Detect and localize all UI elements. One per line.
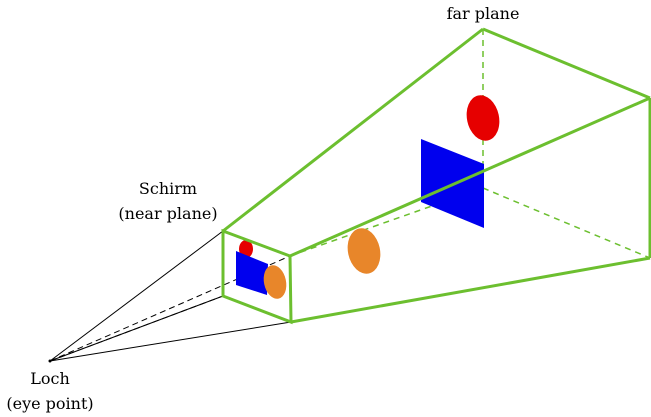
near-red-ellipse bbox=[239, 240, 253, 258]
eye-point bbox=[48, 359, 52, 363]
near-orange-ellipse bbox=[263, 265, 287, 299]
ray-hidden-edge bbox=[49, 295, 224, 362]
ray-top bbox=[49, 230, 224, 362]
near-blue-square bbox=[236, 251, 268, 295]
far-plane-label: far plane bbox=[447, 4, 520, 23]
far-red-ellipse bbox=[466, 95, 500, 141]
hole-label-line1: Loch bbox=[30, 369, 70, 388]
far-orange-ellipse bbox=[347, 228, 381, 274]
far-top-edge bbox=[482, 27, 651, 100]
top-edge bbox=[222, 27, 484, 233]
ray-hidden-top bbox=[49, 255, 291, 362]
hole-label-line2: (eye point) bbox=[6, 394, 93, 413]
ray-bottom bbox=[49, 321, 292, 362]
screen-label-line2: (near plane) bbox=[118, 204, 217, 223]
bottom-edge bbox=[290, 256, 651, 324]
projection-rays bbox=[49, 230, 292, 362]
frustum-hidden-edges bbox=[289, 29, 651, 259]
screen-label-line1: Schirm bbox=[139, 179, 197, 198]
frustum-visible-edges bbox=[222, 27, 651, 324]
side-edge bbox=[289, 96, 651, 258]
hidden-bottom-edge bbox=[482, 187, 651, 259]
